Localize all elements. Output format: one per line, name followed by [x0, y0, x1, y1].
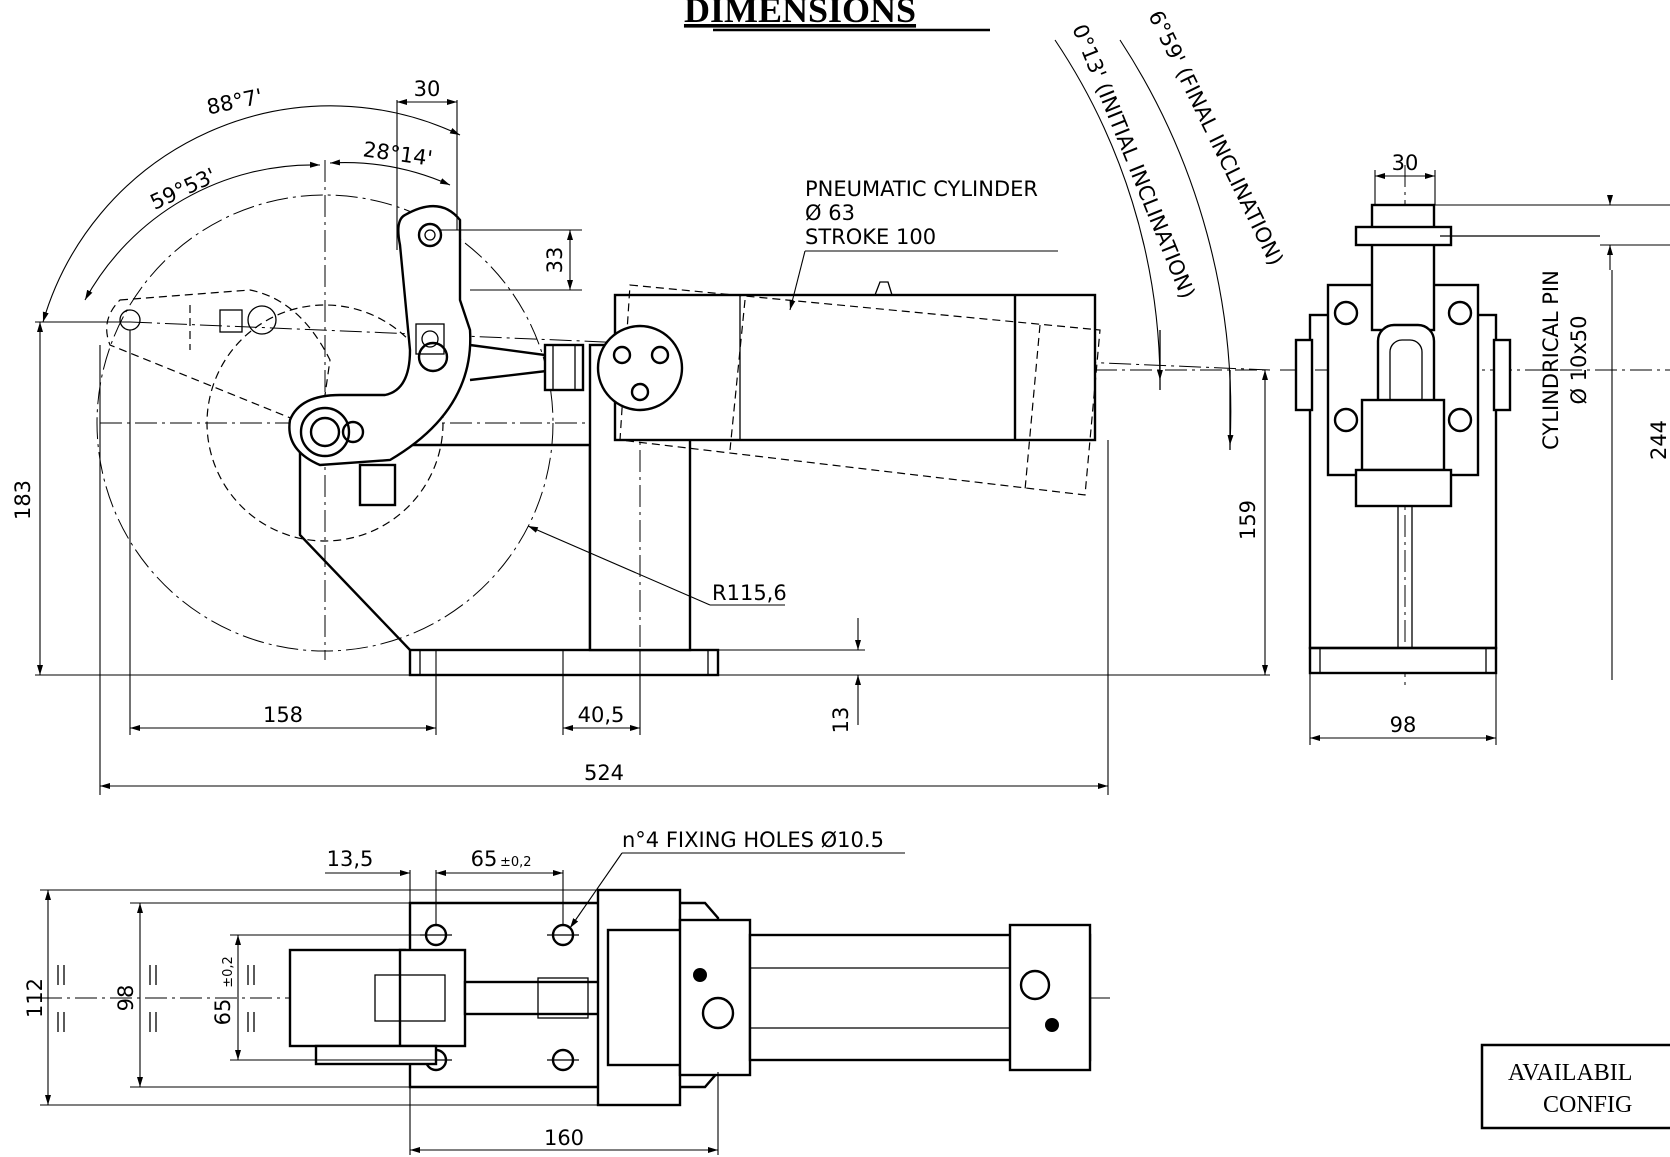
cylinder-label-line3: STROKE 100 — [805, 225, 936, 249]
pin-label-line1: CYLINDRICAL PIN — [1539, 270, 1563, 450]
availability-box: AVAILABIL CONFIG — [1480, 1043, 1670, 1130]
dim-33: 33 — [543, 247, 567, 274]
cylinder-pivot — [596, 324, 684, 412]
dim-158: 158 — [263, 703, 303, 727]
dim-30-end: 30 — [1392, 151, 1419, 175]
dim-160: 160 — [544, 1126, 584, 1150]
dim-30-side: 30 — [414, 77, 441, 101]
radius-label: R115,6 — [712, 581, 787, 605]
angle-59-label: 59°53' — [146, 163, 219, 214]
dim-13: 13 — [829, 707, 853, 734]
fixing-holes-label: n°4 FIXING HOLES Ø10.5 — [622, 828, 884, 852]
top-view: 13,5 65 ±0,2 n°4 FIXING HOLES Ø10.5 112 … — [23, 828, 1110, 1155]
dim-98-top: 98 — [114, 985, 138, 1012]
dim-65-top: 65 — [471, 847, 498, 871]
dim-65-vertical-tolerance: ±0,2 — [221, 956, 236, 988]
angle-28-label: 28°14' — [362, 137, 434, 170]
dim-40-5: 40,5 — [578, 703, 625, 727]
dim-183: 183 — [11, 480, 35, 520]
cylinder-label-line1: PNEUMATIC CYLINDER — [805, 177, 1038, 201]
dim-244: 244 — [1647, 420, 1670, 460]
cylinder-body — [613, 293, 1097, 442]
availability-line1: AVAILABIL — [1508, 1060, 1632, 1086]
cylinder-label-line2: Ø 63 — [805, 201, 855, 225]
base-plate — [408, 648, 720, 677]
dim-159: 159 — [1236, 500, 1260, 540]
availability-line2: CONFIG — [1543, 1092, 1632, 1118]
dim-65-top-tolerance: ±0,2 — [500, 855, 532, 870]
top-clamp-arm — [288, 948, 407, 1048]
side-view: 88°7' 59°53' 28°14' 0°13' (INITIAL INCLI… — [11, 7, 1288, 795]
cylindrical-pin — [1354, 225, 1453, 247]
dim-13-5: 13,5 — [327, 847, 374, 871]
dim-112: 112 — [23, 978, 47, 1018]
angle-88-label: 88°7' — [205, 84, 265, 119]
end-base-plate — [1308, 646, 1498, 675]
dim-524: 524 — [584, 761, 624, 785]
end-view: 30 CYLINDRICAL PIN Ø 10x50 244 98 — [1280, 151, 1670, 745]
dim-65-vertical: 65 — [211, 999, 235, 1026]
dim-98-end: 98 — [1390, 713, 1417, 737]
pin-label-line2: Ø 10x50 — [1567, 315, 1591, 404]
drawing-title: DIMENSIONS — [684, 0, 916, 30]
